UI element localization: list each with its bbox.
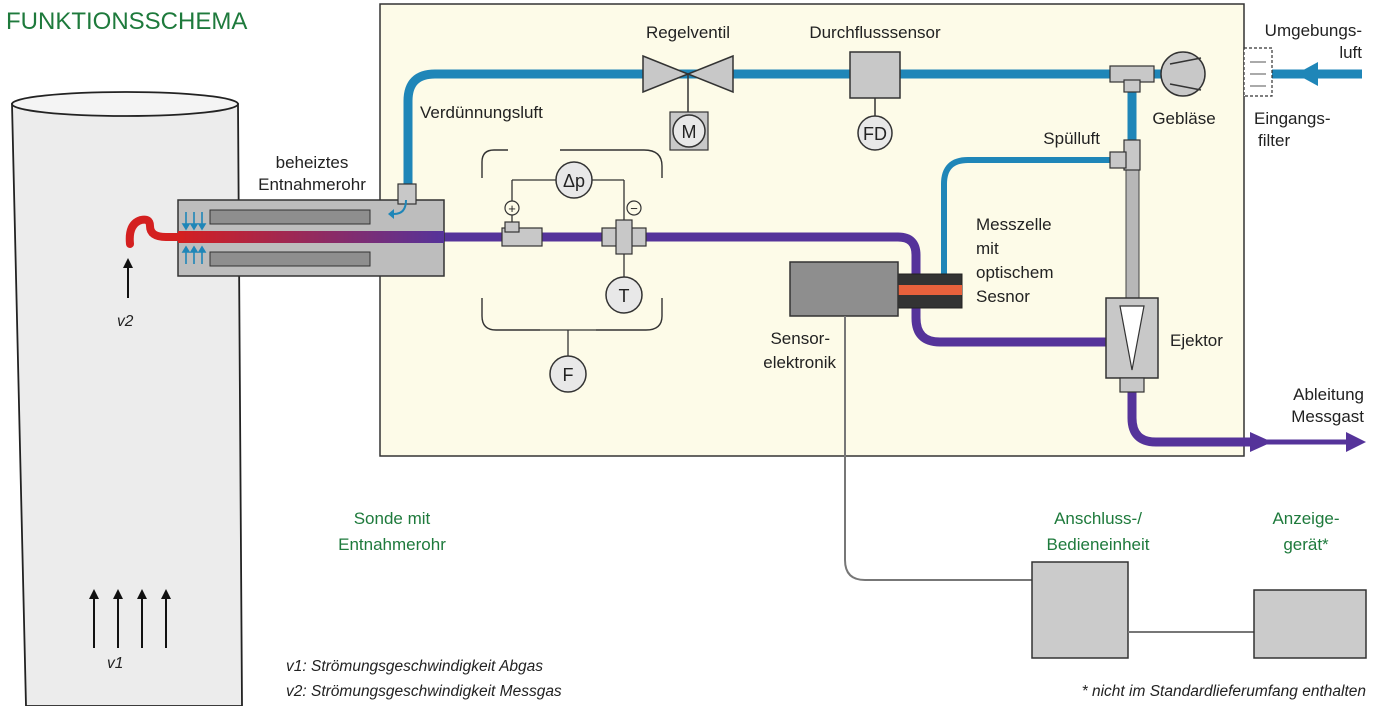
exhaust-label-1: Ableitung [1293, 385, 1364, 404]
measuring-cell-label-3: optischem [976, 263, 1053, 282]
probe-tip-hook [125, 215, 184, 248]
tee-fitting-purge [1109, 139, 1141, 171]
flow-detector-symbol: FD [863, 124, 887, 144]
plus-symbol: + [508, 201, 516, 216]
motor-symbol: M [682, 122, 697, 142]
temperature-symbol: T [619, 286, 630, 306]
v2-label: v2 [117, 313, 134, 330]
blower-icon [1160, 51, 1206, 97]
legend-v1: v1: Strömungsgeschwindigkeit Abgas [286, 658, 543, 675]
display-device-box [1253, 589, 1367, 659]
minus-symbol: − [630, 201, 638, 216]
control-unit-box [1031, 561, 1129, 659]
flow-meter-icon [540, 329, 596, 393]
exhaust-arrowhead-icon [1346, 432, 1366, 452]
flow-sensor-icon [849, 51, 901, 151]
footnote: * nicht im Standardlieferumfang enthalte… [1082, 683, 1366, 700]
measuring-cell-label-1: Messzelle [976, 215, 1052, 234]
probe-caption-2: Entnahmerohr [338, 535, 446, 554]
display-caption-1: Anzeige- [1272, 509, 1339, 528]
v1-flow-arrows [89, 589, 171, 648]
ejector-icon [1105, 297, 1159, 393]
probe-caption-1: Sonde mit [354, 509, 431, 528]
heating-arrows-icon [181, 212, 207, 264]
pressure-diff-symbol: Δp [563, 171, 585, 191]
flow-sensor-label: Durchflusssensor [809, 23, 941, 42]
signal-cable [844, 316, 1032, 581]
control-unit-caption-2: Bedieneinheit [1046, 535, 1149, 554]
legend-v2: v2: Strömungsgeschwindigkeit Messgas [286, 683, 562, 700]
input-filter-label-2: filter [1258, 131, 1290, 150]
ambient-air-label-2: luft [1339, 43, 1362, 62]
dilution-air-label: Verdünnungsluft [420, 103, 543, 122]
ambient-air-label-1: Umgebungs- [1265, 21, 1362, 40]
input-filter-icon [1243, 47, 1273, 97]
sensor-electronics-label-1: Sensor- [770, 329, 830, 348]
pressure-tee-fitting [501, 221, 543, 247]
differential-pressure-icon [504, 161, 642, 228]
heated-probe-label-1: beheiztes [276, 153, 349, 172]
input-filter-label-1: Eingangs- [1254, 109, 1331, 128]
sensor-electronics-box [789, 261, 899, 317]
tee-fitting-top [1109, 65, 1155, 93]
measuring-cell-label-4: Sesnor [976, 287, 1030, 306]
page-title: FUNKTIONSSCHEMA [6, 8, 247, 35]
chimney-stack [11, 91, 243, 706]
purge-air-label: Spülluft [1043, 129, 1100, 148]
heated-probe-tube [177, 183, 445, 277]
exhaust-gas-line [1127, 378, 1250, 447]
control-valve-icon [642, 54, 734, 151]
purge-air-line [941, 157, 1112, 276]
display-caption-2: gerät* [1283, 535, 1329, 554]
dilution-air-line [403, 69, 1110, 188]
cross-fitting [601, 219, 647, 314]
blower-label: Gebläse [1152, 109, 1215, 128]
ejector-label: Ejektor [1170, 331, 1223, 350]
sensor-electronics-label-2: elektronik [763, 353, 836, 372]
v1-label: v1 [107, 655, 123, 672]
measuring-cell [897, 273, 963, 309]
control-unit-caption-1: Anschluss-/ [1054, 509, 1142, 528]
flow-symbol: F [563, 365, 574, 385]
ambient-air-arrow-icon [1296, 62, 1318, 86]
control-valve-label: Regelventil [646, 23, 730, 42]
measurement-box-outline [481, 149, 663, 331]
ejector-supply-pipe [1125, 167, 1140, 301]
measuring-cell-label-2: mit [976, 239, 999, 258]
heated-probe-label-2: Entnahmerohr [258, 175, 366, 194]
exhaust-label-2: Messgast [1291, 407, 1364, 426]
